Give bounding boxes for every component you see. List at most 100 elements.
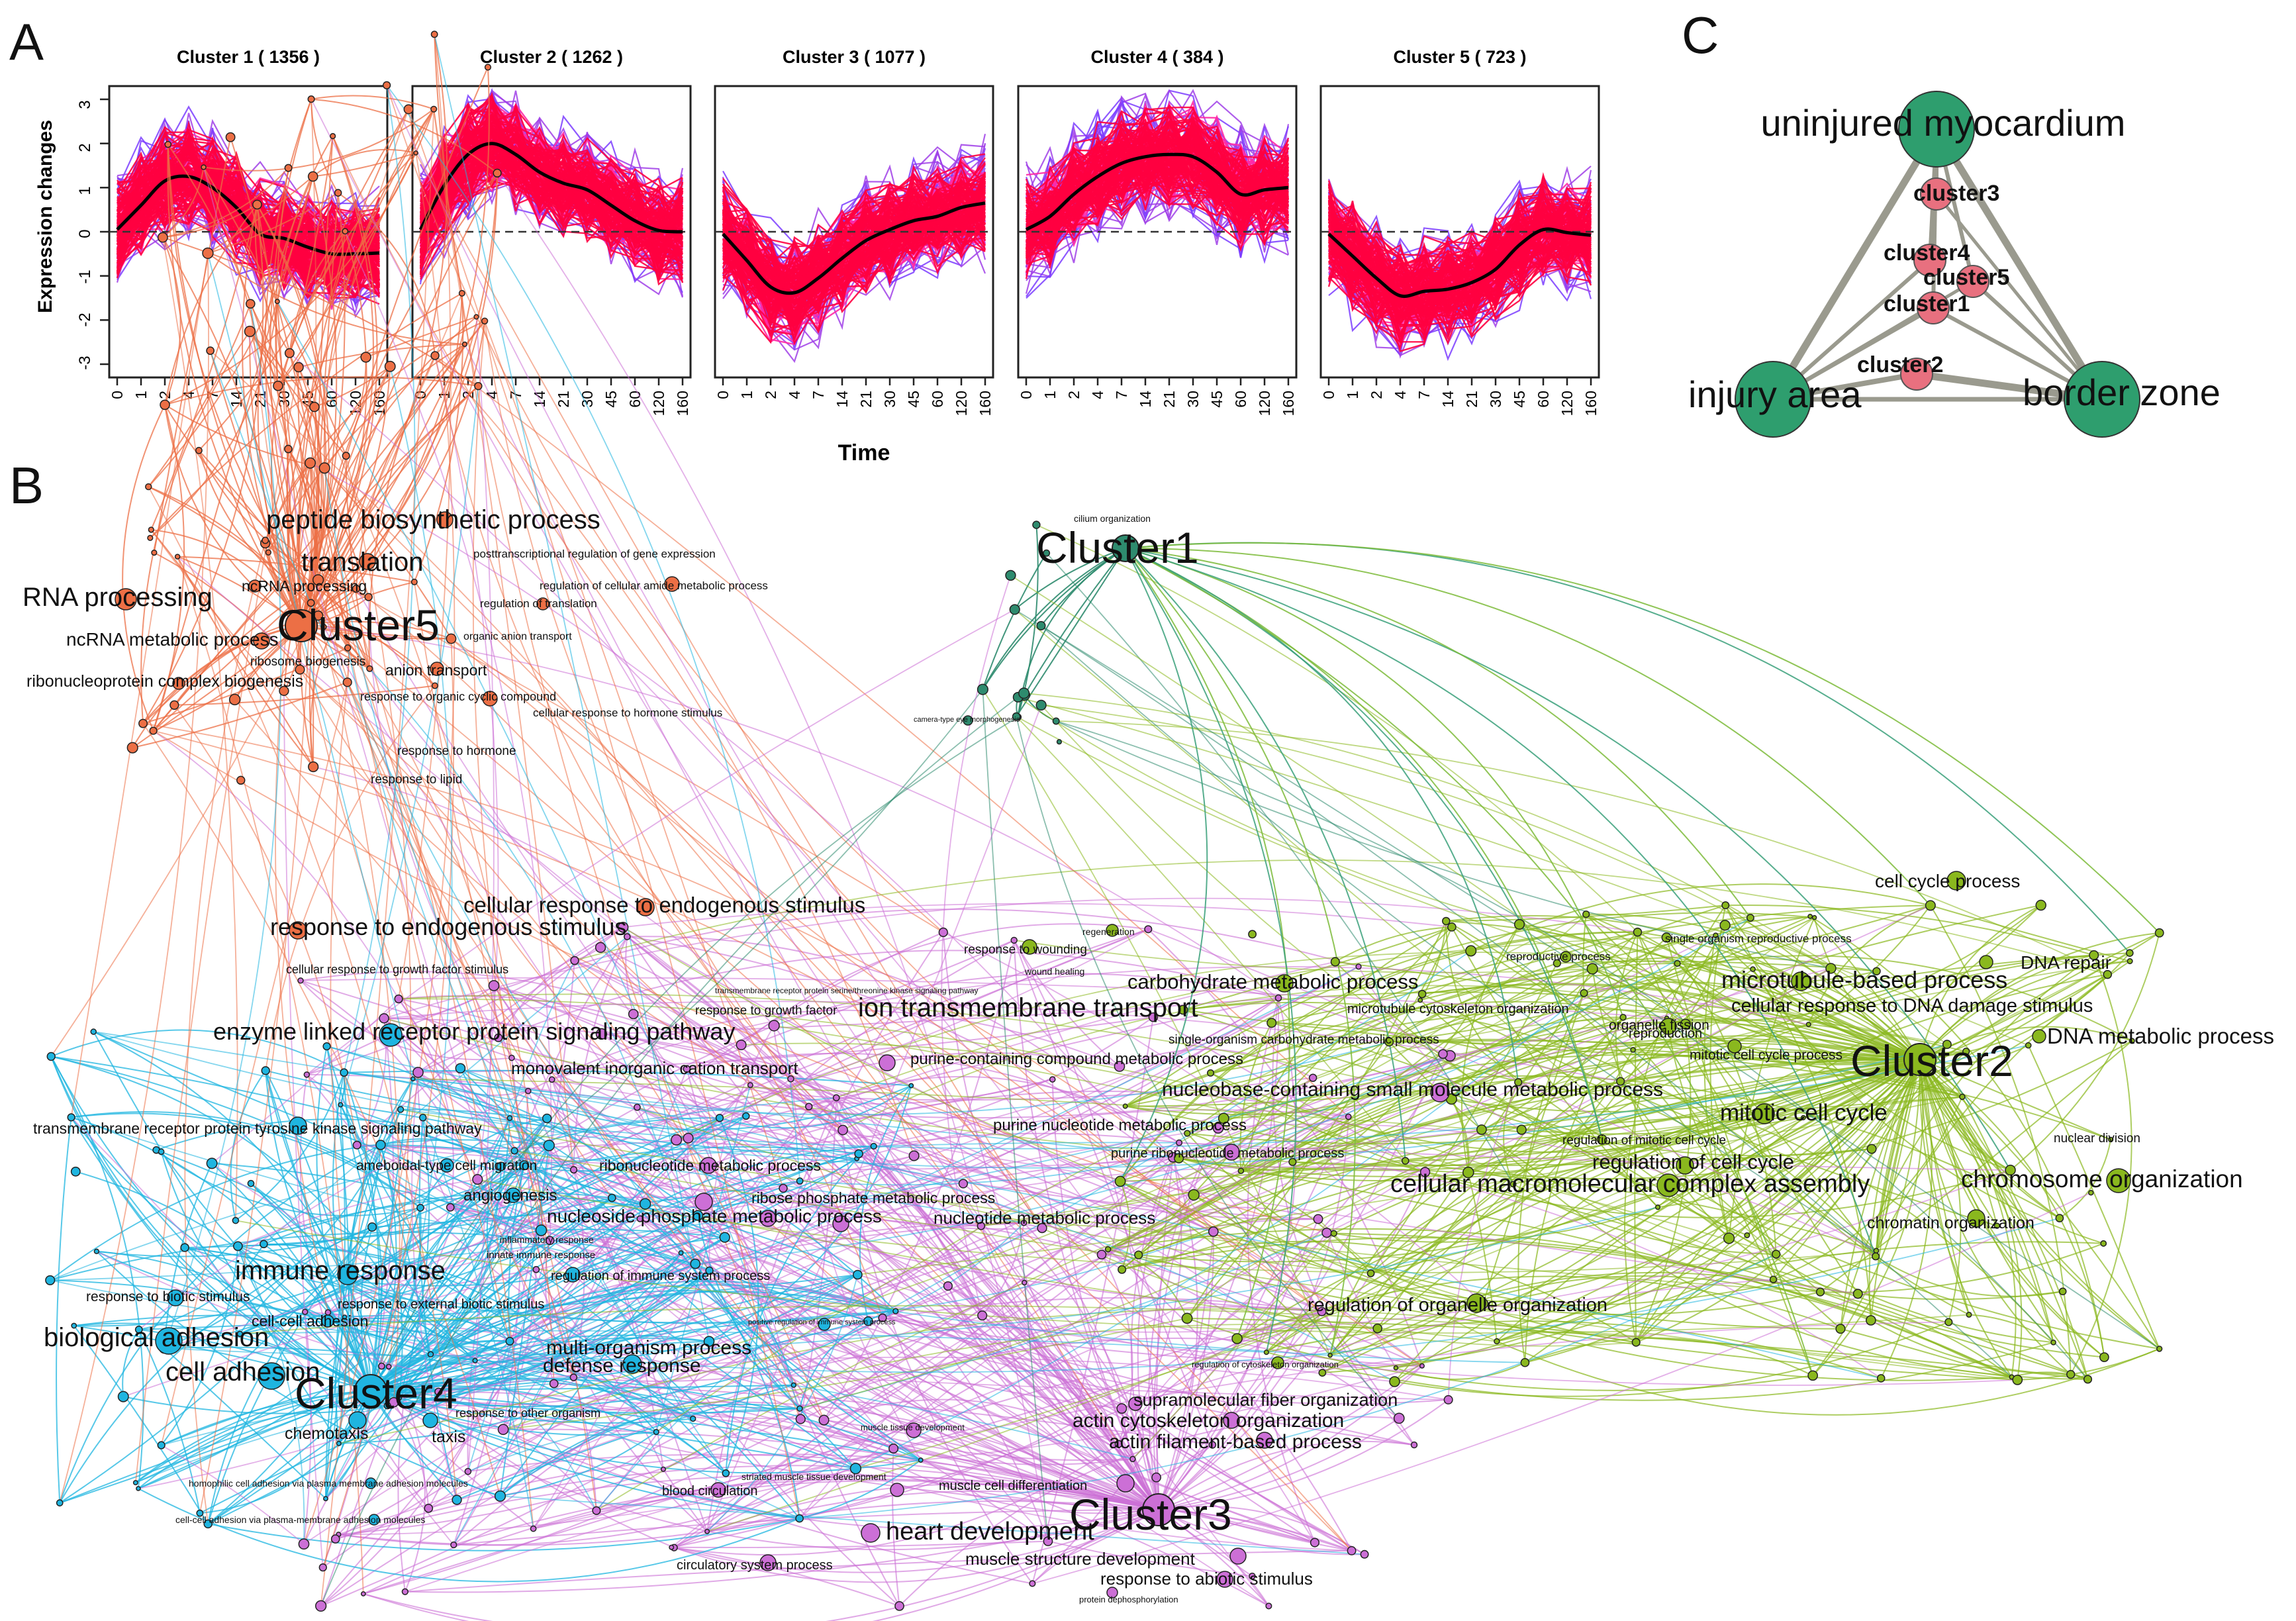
- x-tick-label: 21: [555, 391, 572, 408]
- network-edge: [257, 176, 314, 626]
- network-edge: [177, 556, 837, 1099]
- network-edge: [1013, 940, 1159, 1510]
- term-label: taxis: [432, 1428, 465, 1446]
- y-tick-label: -2: [76, 313, 94, 326]
- term-node: [1631, 1338, 1641, 1347]
- network-edge: [524, 1165, 824, 1421]
- term-node: [248, 579, 262, 593]
- profile-line: [722, 192, 986, 297]
- term-node: [623, 933, 631, 940]
- term-node: [1345, 1113, 1352, 1120]
- network-edge: [345, 1280, 657, 1433]
- term-node: [508, 1054, 515, 1061]
- network-edge: [1637, 932, 1859, 1295]
- network-edge: [1482, 1291, 1821, 1316]
- term-label: microtubule cytoskeleton organization: [1347, 1002, 1569, 1016]
- term-node: [396, 1395, 403, 1401]
- network-edge: [318, 614, 1353, 1551]
- network-edge: [240, 1330, 1267, 1353]
- term-node: [307, 171, 318, 182]
- network-edge: [706, 1500, 1159, 1532]
- network-edge: [343, 1072, 380, 1391]
- term-node: [309, 401, 320, 413]
- network-edge: [706, 705, 1042, 1532]
- network-edge: [509, 960, 575, 1118]
- term-node: [115, 588, 137, 611]
- term-node: [383, 81, 391, 89]
- term-node: [1223, 1144, 1240, 1161]
- term-node: [1096, 1250, 1107, 1260]
- network-edge: [1919, 1059, 2013, 1378]
- term-label: posttranscriptional regulation of gene e…: [473, 548, 716, 560]
- term-node: [1465, 945, 1477, 957]
- profile-line: [722, 201, 986, 315]
- network-edge: [254, 204, 291, 354]
- y-tick-label: 3: [76, 100, 94, 109]
- term-node: [416, 1204, 424, 1212]
- network-edge: [502, 1317, 1188, 1430]
- network-edge: [160, 1246, 239, 1446]
- term-node: [342, 228, 349, 235]
- term-node: [458, 289, 465, 297]
- term-node: [1106, 1587, 1118, 1598]
- term-label: wound healing: [1024, 966, 1084, 977]
- network-edge: [164, 405, 302, 626]
- term-node: [265, 549, 271, 556]
- profile-line: [1026, 141, 1289, 233]
- term-label: regulation of cellular amide metabolic p…: [540, 579, 768, 592]
- term-node: [710, 1482, 726, 1498]
- network-edge: [150, 204, 258, 530]
- network-edge: [1919, 1059, 1970, 1315]
- network-edge: [160, 1151, 371, 1391]
- network-edge: [1470, 883, 1931, 952]
- term-node: [532, 1265, 540, 1273]
- network-edge: [1016, 716, 1400, 1419]
- network-edge: [1125, 1105, 2088, 1380]
- network-edge: [346, 681, 883, 1318]
- network-edge: [573, 1169, 1395, 1383]
- term-node: [413, 150, 418, 156]
- term-label: muscle structure development: [965, 1549, 1196, 1569]
- network-edge: [655, 999, 1421, 1433]
- network-edge: [706, 1055, 1451, 1532]
- network-edge: [142, 723, 501, 1497]
- x-tick-label: 0: [1320, 391, 1337, 399]
- network-edge: [798, 1320, 869, 1409]
- term-node: [302, 1308, 309, 1315]
- term-label: anion transport: [385, 662, 487, 679]
- network-edge: [138, 1145, 550, 1489]
- network-edge: [1919, 905, 2042, 1060]
- term-label: response to other organism: [455, 1406, 600, 1420]
- term-node: [795, 1414, 806, 1424]
- term-node: [1020, 1219, 1028, 1226]
- term-node: [117, 1391, 129, 1402]
- network-edge: [370, 1207, 421, 1391]
- term-node: [1979, 955, 1993, 969]
- term-node: [258, 1362, 285, 1390]
- term-node: [481, 317, 489, 324]
- term-node: [1744, 1232, 1750, 1239]
- network-edge: [514, 1150, 2018, 1381]
- term-node: [1520, 1357, 1530, 1367]
- term-node: [202, 247, 214, 260]
- term-node: [683, 1065, 691, 1073]
- network-edge: [413, 581, 551, 1241]
- network-edge: [694, 1263, 922, 1461]
- term-node: [863, 1316, 873, 1326]
- term-node: [1580, 989, 1588, 997]
- term-node: [1181, 1312, 1193, 1324]
- network-edge: [502, 1308, 1637, 1430]
- network-edge: [793, 1324, 1378, 1386]
- term-node: [1866, 1144, 1877, 1154]
- network-edge: [655, 1085, 751, 1432]
- network-edge: [1962, 1096, 2089, 1380]
- network-edge: [184, 1247, 896, 1324]
- network-edge: [799, 1459, 922, 1520]
- network-edge: [1271, 931, 1638, 1024]
- network-edge: [1496, 1241, 2104, 1342]
- cluster-2-plot: Cluster 2 ( 1262 ) 0 1 2 4 7 14 21 30 45…: [411, 47, 692, 416]
- network-edge: [1809, 916, 1921, 1060]
- network-edge: [148, 486, 457, 1500]
- hub-node-c1: [1112, 534, 1139, 562]
